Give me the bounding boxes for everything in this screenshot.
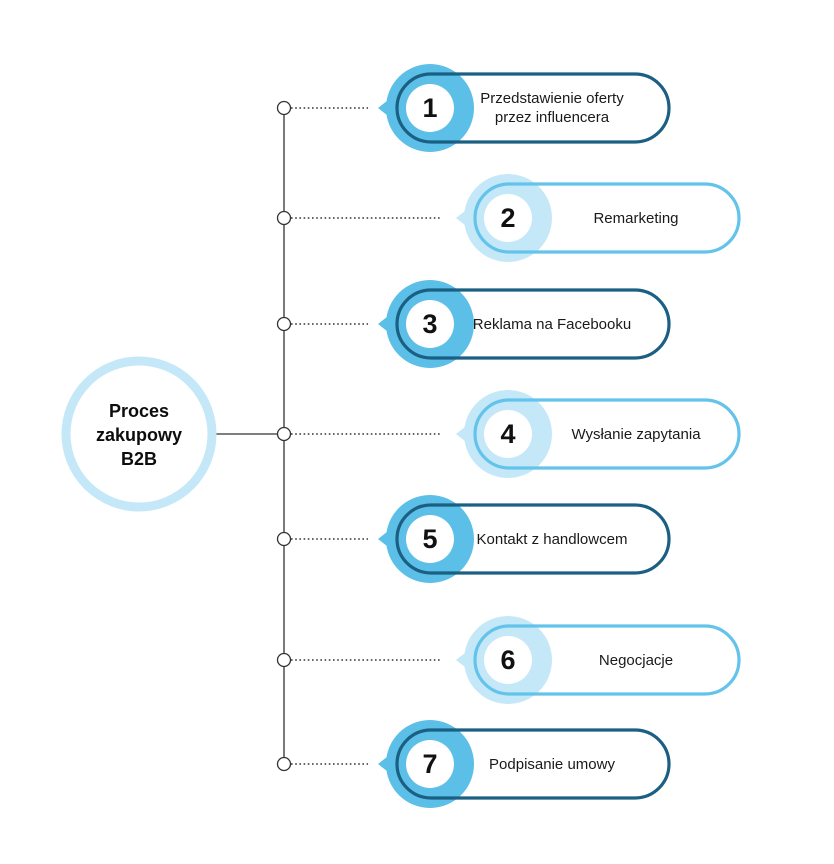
branch-node: [276, 531, 292, 547]
step-number: 6: [500, 645, 516, 675]
number-circle: [406, 515, 454, 563]
step-2: [276, 174, 741, 262]
hub-circle: [61, 356, 217, 512]
step-number: 5: [422, 524, 438, 554]
branch-node: [276, 756, 292, 772]
number-circle: [484, 410, 532, 458]
step-label: Podpisanie umowy: [457, 734, 647, 794]
step-label-line: Kontakt z handlowcem: [476, 530, 628, 548]
step-label: Wysłanie zapytania: [541, 404, 731, 464]
step-7: [276, 720, 671, 808]
step-number: 1: [422, 93, 438, 123]
number-circle: [484, 194, 532, 242]
branch-node: [276, 426, 292, 442]
step-pill: [473, 182, 741, 254]
hub-title-line: zakupowy: [95, 425, 183, 445]
step-pill: [473, 624, 741, 696]
hub-title-line: B2B: [120, 449, 157, 469]
step-label-line: Reklama na Facebooku: [472, 315, 632, 333]
step-label-line: przez influencera: [494, 109, 610, 126]
step-number: 2: [500, 203, 516, 233]
step-label-line: Podpisanie umowy: [489, 755, 615, 773]
number-circle: [406, 740, 454, 788]
step-number: 3: [422, 309, 438, 339]
branch-node: [276, 100, 292, 116]
branch-node: [276, 652, 292, 668]
step-number: 4: [500, 419, 516, 449]
step-label-line: Remarketing: [593, 209, 679, 227]
step-6: [276, 616, 741, 704]
number-circle: [406, 84, 454, 132]
step-label: Kontakt z handlowcem: [457, 509, 647, 569]
number-circle: [406, 300, 454, 348]
branch-node: [276, 210, 292, 226]
step-label: Przedstawienie oferty przez influencera: [457, 78, 647, 138]
step-label-line: Wysłanie zapytania: [571, 425, 701, 443]
hub-title: Proces zakupowy B2B: [66, 362, 212, 508]
step-3: [276, 280, 671, 368]
step-label: Remarketing: [541, 188, 731, 248]
step-4: [276, 390, 741, 478]
step-pill: [473, 398, 741, 470]
step-pill: [395, 503, 671, 575]
step-pill: [395, 288, 671, 360]
step-label-line: Negocjacje: [598, 651, 674, 669]
step-pill: [395, 72, 671, 144]
step-1: [276, 64, 671, 152]
branch-node: [276, 316, 292, 332]
step-5: [276, 495, 671, 583]
number-circle: [484, 636, 532, 684]
step-number: 7: [422, 749, 438, 779]
step-label: Negocjacje: [541, 630, 731, 690]
hub-title-line: Proces: [108, 401, 170, 421]
step-label-line: Przedstawienie oferty: [480, 90, 624, 107]
step-pill: [395, 728, 671, 800]
step-label: Reklama na Facebooku: [457, 294, 647, 354]
